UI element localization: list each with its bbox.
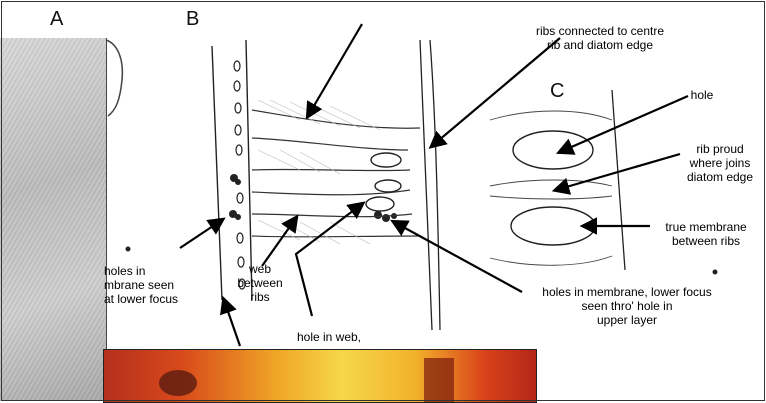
panel-label-c: C <box>550 80 564 103</box>
panel-c-edge <box>612 90 625 270</box>
label-true-membrane: true membrane between ribs <box>650 220 762 248</box>
web-hatch <box>258 100 380 244</box>
label-hole: hole <box>682 88 722 102</box>
label-hole-in-web: hole in web, <box>282 330 376 344</box>
panel-label-b: B <box>186 8 199 31</box>
panel-a-sketch <box>106 40 122 116</box>
panel-c-holes <box>511 131 595 245</box>
centre-rib <box>212 40 252 300</box>
rib-holes <box>366 153 401 211</box>
diatom-edge <box>420 40 440 330</box>
label-holes-lower-focus: holes in membrane, lower focus seen thro… <box>520 285 734 327</box>
panel-label-a: A <box>50 8 63 31</box>
photo-panel-bottom <box>103 349 537 403</box>
label-holes-in-membrane: holes in mbrane seen at lower focus <box>104 264 186 306</box>
label-rib-proud: rib proud where joins diatom edge <box>680 142 760 184</box>
label-web-between-ribs: web between ribs <box>230 262 290 304</box>
panel-c-ribs <box>490 111 612 265</box>
label-ribs-connected: ribs connected to centre rib and diatom … <box>520 24 680 52</box>
